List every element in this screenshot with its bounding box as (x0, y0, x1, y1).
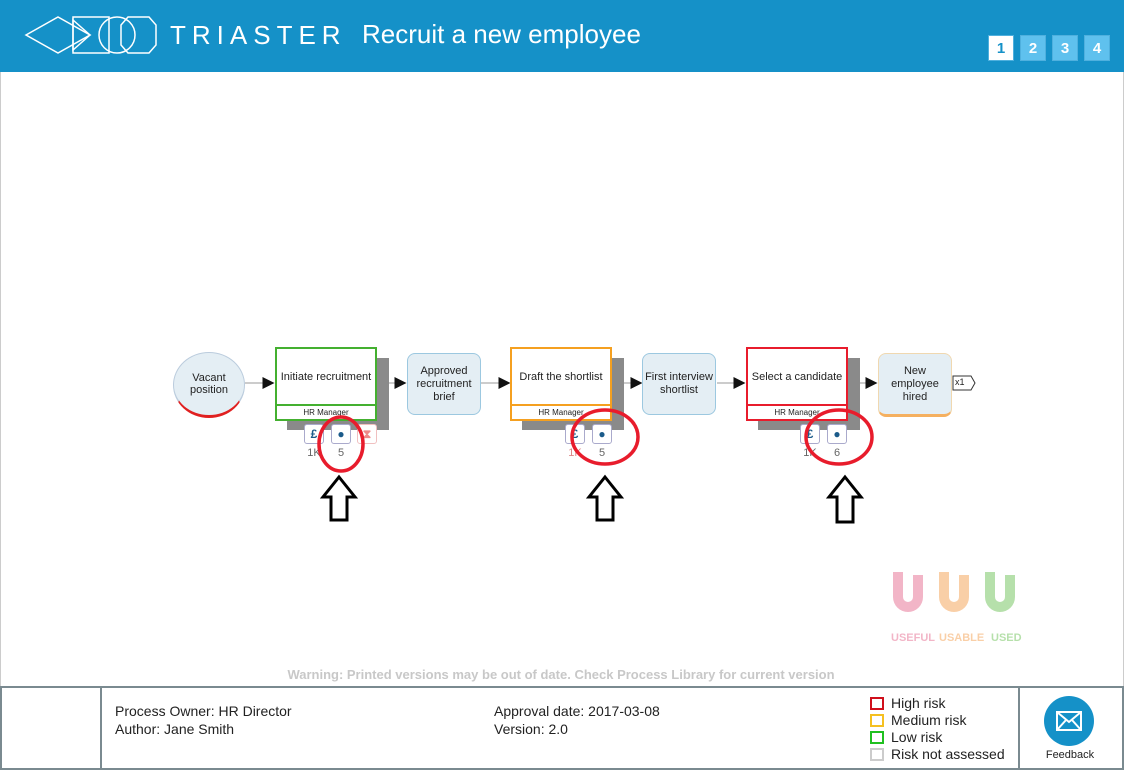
task-role: HR Manager (512, 404, 610, 419)
page-4-button[interactable]: 4 (1084, 35, 1110, 61)
data-approved-brief[interactable]: Approved recruitment brief (407, 353, 481, 415)
envelope-icon (1056, 711, 1082, 731)
hourglass-icon[interactable]: ⧗ (357, 424, 377, 444)
version: Version: 2.0 (494, 721, 568, 737)
page-2-button[interactable]: 2 (1020, 35, 1046, 61)
svg-text:USABLE: USABLE (939, 632, 984, 644)
legend-low-risk: Low risk (870, 729, 1005, 746)
footer-info: Process Owner: HR Director Author: Jane … (102, 688, 1020, 768)
multiplier-tag (952, 375, 976, 391)
person-icon[interactable]: ● (827, 424, 847, 444)
people-count: 5 (598, 447, 606, 459)
pound-icon[interactable]: £ (800, 424, 820, 444)
pound-icon[interactable]: £ (304, 424, 324, 444)
useful-usable-used-logo: USEFUL USABLE USED (891, 572, 1022, 644)
print-warning: Warning: Printed versions may be out of … (287, 667, 835, 682)
process-canvas: Vacant position Initiate recruitment HR … (0, 72, 1124, 686)
header: TRIASTER Recruit a new employee 1 2 3 4 (0, 0, 1124, 72)
task-select-candidate[interactable]: Select a candidate HR Manager (746, 347, 848, 421)
legend-medium-risk: Medium risk (870, 712, 1005, 729)
page-3-button[interactable]: 3 (1052, 35, 1078, 61)
brand-name: TRIASTER (170, 20, 347, 50)
triaster-logo (24, 16, 157, 54)
footer-blank-cell (2, 688, 102, 768)
page-nav: 1 2 3 4 (988, 35, 1110, 61)
cost-value: 1K (568, 447, 582, 459)
process-owner: Process Owner: HR Director (115, 703, 292, 719)
approval-date: Approval date: 2017-03-08 (494, 703, 660, 719)
end-output[interactable]: New employee hired (878, 353, 952, 417)
people-count: 5 (337, 447, 345, 459)
page-title: Recruit a new employee (362, 19, 641, 49)
feedback-label: Feedback (1045, 749, 1095, 761)
legend-high-risk: High risk (870, 695, 1005, 712)
cost-value: 1K (307, 447, 321, 459)
person-icon[interactable]: ● (592, 424, 612, 444)
risk-legend: High risk Medium risk Low risk Risk not … (870, 695, 1005, 763)
task-draft-shortlist[interactable]: Draft the shortlist HR Manager (510, 347, 612, 421)
task-name: Select a candidate (751, 370, 843, 383)
people-count: 6 (833, 447, 841, 459)
task-name: Draft the shortlist (519, 370, 603, 383)
task-name: Initiate recruitment (280, 370, 372, 383)
svg-text:USED: USED (991, 632, 1022, 644)
feedback-cell: Feedback (1020, 688, 1122, 768)
task-role: HR Manager (277, 404, 375, 419)
data-first-interview-shortlist[interactable]: First interview shortlist (642, 353, 716, 415)
legend-not-assessed: Risk not assessed (870, 746, 1005, 763)
person-icon[interactable]: ● (331, 424, 351, 444)
svg-text:USEFUL: USEFUL (891, 632, 935, 644)
page-1-button[interactable]: 1 (988, 35, 1014, 61)
author: Author: Jane Smith (115, 721, 235, 737)
cost-value: 1K (803, 447, 817, 459)
pound-icon[interactable]: £ (565, 424, 585, 444)
task-initiate-recruitment[interactable]: Initiate recruitment HR Manager (275, 347, 377, 421)
multiplier-label: x1 (955, 377, 965, 387)
feedback-button[interactable] (1044, 696, 1094, 746)
start-event[interactable]: Vacant position (173, 352, 245, 418)
footer: Process Owner: HR Director Author: Jane … (0, 686, 1124, 770)
task-role: HR Manager (748, 404, 846, 419)
